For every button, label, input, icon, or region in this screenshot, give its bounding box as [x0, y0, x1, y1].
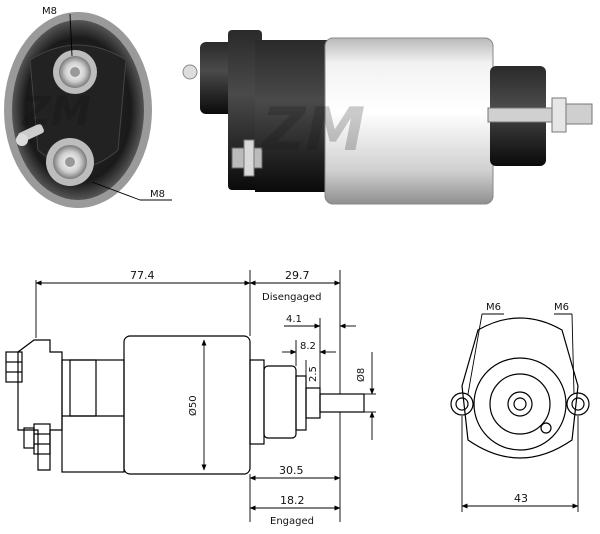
label-30-5: 30.5 [279, 464, 304, 477]
watermark-right: ZM [260, 95, 365, 165]
end-drawing-center [507, 391, 533, 417]
label-top-m8: M8 [42, 6, 57, 17]
label-engaged: Engaged [270, 516, 314, 527]
label-hole-spacing: 43 [514, 492, 528, 505]
side-drawing-plunger [263, 365, 297, 439]
leader-right-m6 [571, 313, 575, 395]
label-disengaged-length: 29.7 [285, 269, 310, 282]
photo-end-view: ZM M8 M8 [4, 6, 172, 208]
drawing-side-view: Ø50 77.4 29.7 Disengaged 4.1 8.2 2.5 Ø8 [5, 269, 376, 527]
label-8-2: 8.2 [300, 341, 316, 352]
label-body-diameter: Ø50 [187, 395, 199, 416]
photo-side-view: ZM [182, 30, 593, 205]
end-drawing-flange [461, 317, 579, 459]
label-2-5: 2.5 [308, 366, 319, 382]
side-drawing-terminal-block [17, 339, 63, 471]
end-drawing-body [473, 357, 567, 451]
end-drawing-right-hole [566, 392, 590, 416]
label-disengaged: Disengaged [262, 292, 322, 303]
label-overall-length: 77.4 [130, 269, 155, 282]
side-drawing-main-body [123, 335, 251, 475]
leader-top-m8 [69, 13, 73, 57]
label-engaged-length: 18.2 [280, 494, 305, 507]
end-drawing-left-hole [450, 392, 474, 416]
label-plunger-diameter: Ø8 [355, 368, 367, 382]
label-left-m6: M6 [486, 302, 501, 313]
label-right-m6: M6 [554, 302, 569, 313]
side-photo-housing [255, 40, 335, 192]
side-drawing-shaft [319, 393, 365, 413]
drawing-end-view: M6 M6 43 [450, 302, 590, 512]
leader-bottom-m8 [91, 181, 141, 201]
watermark-left: ZM [20, 89, 91, 135]
leader-left-m6 [467, 313, 483, 395]
label-bottom-m8: M8 [150, 189, 165, 200]
label-4-1: 4.1 [286, 314, 302, 325]
